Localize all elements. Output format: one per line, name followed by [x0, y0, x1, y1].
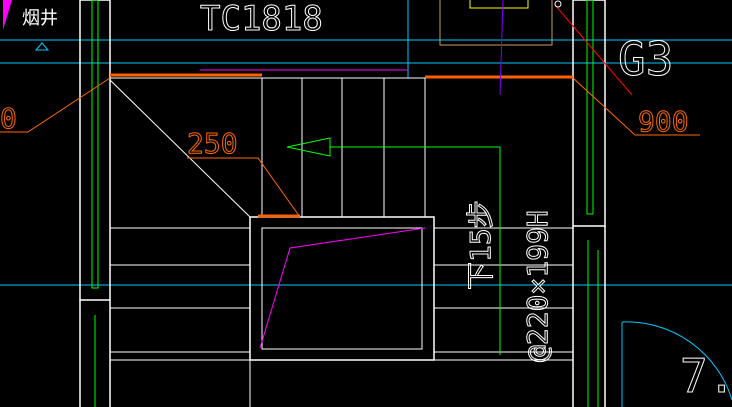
triangle-flag-icon	[3, 0, 12, 30]
reference-lines	[0, 0, 732, 286]
small-circle	[554, 0, 562, 8]
stairwell-void	[249, 214, 435, 361]
right-wall-core	[586, 0, 594, 215]
walk-line	[286, 137, 501, 355]
leader-step	[187, 157, 301, 218]
door-arc	[621, 321, 732, 401]
tread-spec-label: @220×199H	[521, 210, 554, 362]
left-wall-outer	[79, 0, 111, 301]
leaders	[0, 77, 700, 218]
right-wall-outer	[572, 0, 606, 227]
flue-shaft-label: 烟井	[22, 8, 58, 29]
window-tag-label: TC1818	[200, 0, 323, 39]
dim-step-label: 250	[187, 127, 238, 160]
top-right-details	[439, 0, 633, 96]
window-opening	[110, 69, 573, 79]
right-wall	[572, 0, 606, 407]
yellow-frame	[469, 0, 529, 9]
arrow-left-icon	[286, 137, 331, 157]
handrail-line	[259, 227, 426, 349]
leader-right	[572, 77, 700, 136]
dim-left-label: 0	[0, 102, 17, 135]
lower-left-details	[110, 359, 573, 407]
walk-path	[330, 146, 501, 355]
dim-right-label: 900	[638, 105, 689, 138]
leader-left	[0, 77, 111, 133]
corner-number-label: 7.	[680, 349, 732, 403]
winder-diagonal	[109, 79, 251, 218]
lower-flight-treads	[110, 227, 573, 353]
steps-label: 下15步	[464, 200, 497, 290]
door-swing	[621, 321, 732, 407]
red-leader	[554, 4, 633, 96]
purple-line	[499, 0, 504, 96]
triangle-marker-icon	[34, 42, 50, 51]
left-wall	[79, 0, 111, 407]
olive-frame	[439, 0, 553, 46]
grid-tag-label: G3	[618, 32, 673, 86]
void-inner	[261, 227, 423, 350]
left-wall-core	[91, 0, 99, 289]
